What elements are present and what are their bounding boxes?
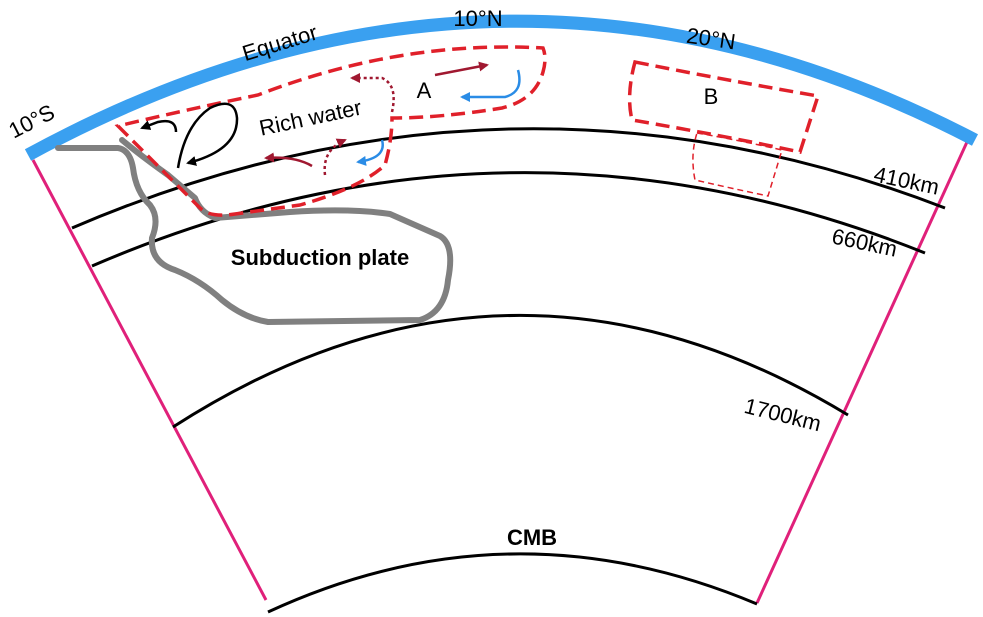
earth-surface-arc	[24, 14, 979, 161]
layer-660km-line	[91, 171, 926, 268]
flow-arrow-dark-red-upper	[434, 61, 489, 77]
flow-arrow-dotted-upper	[350, 73, 395, 113]
latitude-10n-label: 10°N	[453, 6, 502, 31]
left-sector-boundary	[31, 159, 268, 601]
subduction-plate-label: Subduction plate	[231, 245, 409, 270]
depth-1700km-label: 1700km	[742, 393, 824, 436]
region-b-lower-outline	[692, 132, 783, 197]
depth-660km-label: 660km	[830, 224, 900, 262]
core-mantle-boundary-line	[267, 552, 758, 614]
right-sector-boundary	[755, 141, 969, 604]
latitude-20n-label: 20°N	[685, 23, 737, 55]
cmb-label: CMB	[507, 525, 557, 550]
flow-arrow-dark-red-lower	[264, 152, 313, 168]
region-a-outline	[114, 45, 547, 217]
rich-water-small-arrow	[140, 119, 178, 133]
rich-water-label: Rich water	[257, 95, 364, 141]
flow-arrow-blue-lower	[356, 139, 384, 166]
region-b-outline	[627, 59, 821, 155]
layer-1700km-line	[172, 314, 849, 429]
subduction-plate-outline	[55, 137, 454, 325]
layer-410km-line	[71, 127, 946, 230]
flow-arrow-blue-upper	[460, 69, 521, 102]
region-b-label: B	[704, 84, 719, 109]
rich-water-loop-arrow	[176, 102, 239, 169]
region-a-label: A	[417, 78, 432, 103]
